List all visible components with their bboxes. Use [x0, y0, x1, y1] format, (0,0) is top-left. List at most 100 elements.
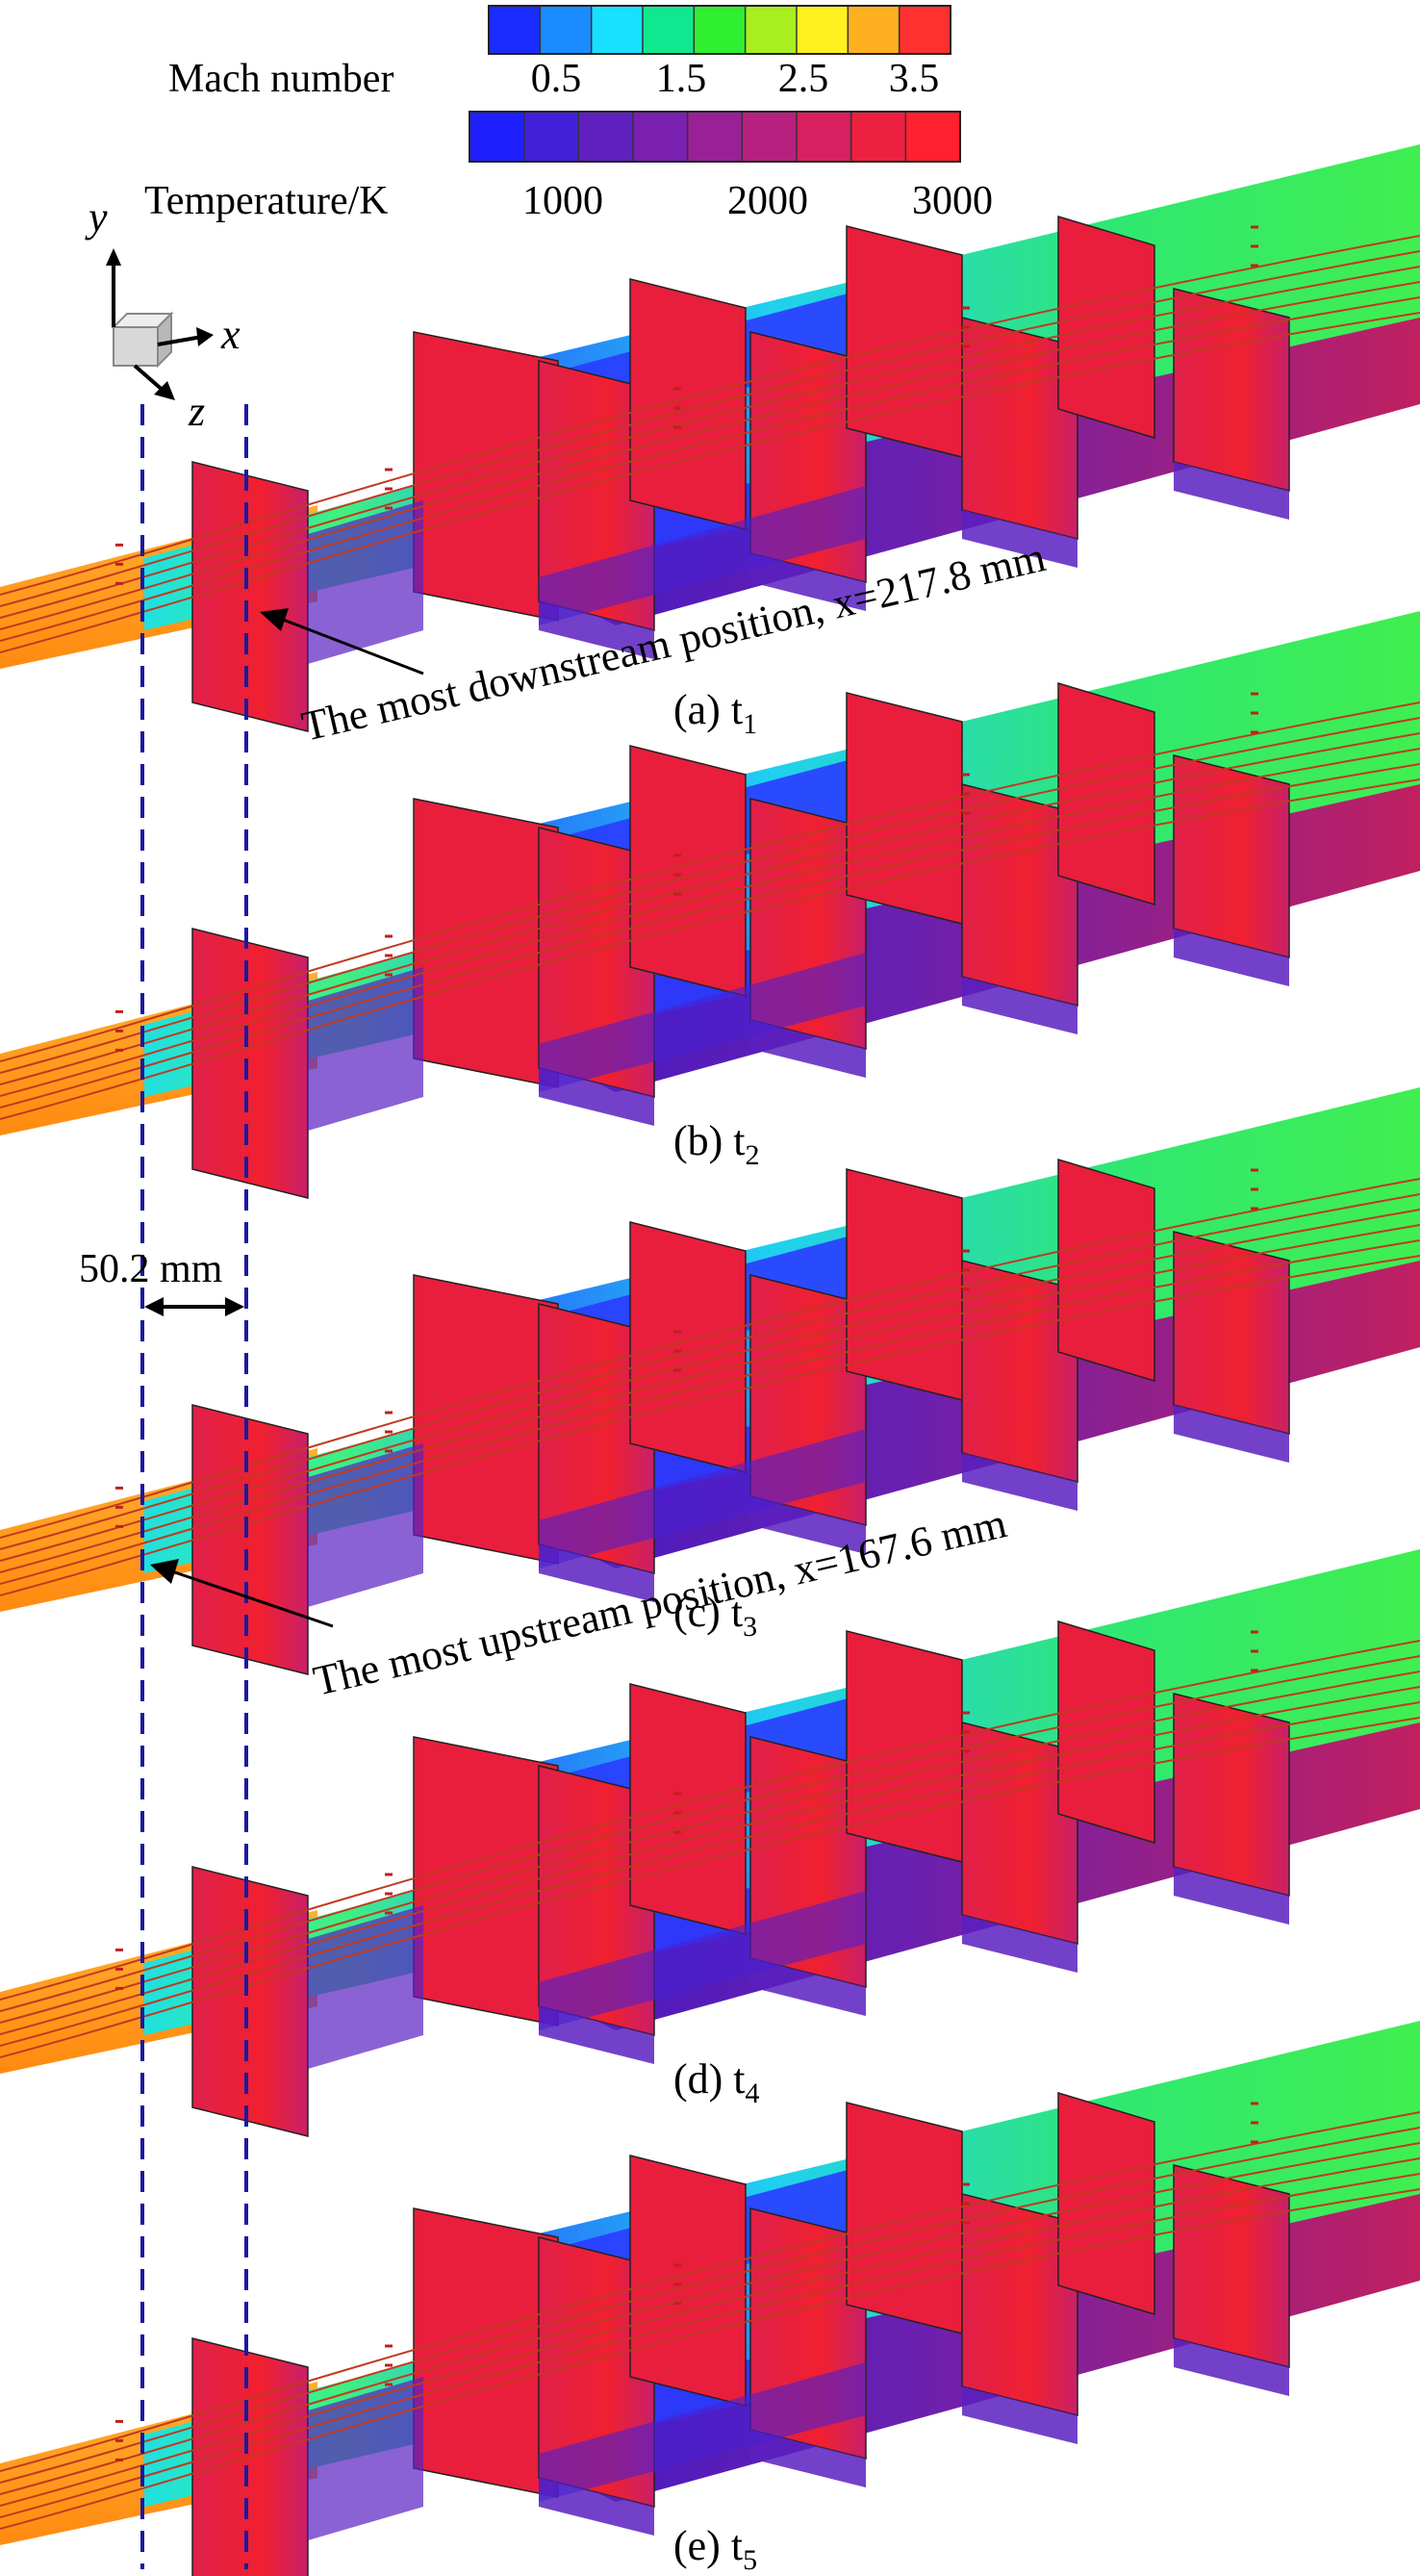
streamline — [0, 266, 1420, 619]
axis-triad: y x z — [85, 193, 241, 435]
streamline — [0, 2111, 1420, 2472]
streamline — [0, 1640, 1420, 2001]
streamline — [0, 1224, 1420, 1573]
cross-section-plate — [846, 1630, 963, 1863]
temperature-tick-labels: 1000 2000 3000 — [522, 179, 993, 223]
panel: (e) t5 — [0, 2021, 1420, 2576]
temperature-colorbar-segment — [905, 112, 961, 162]
distance-annotation: 50.2 mm — [79, 1247, 244, 1316]
cross-section-plate — [629, 2155, 747, 2407]
streamline — [0, 1255, 1420, 1596]
streamline — [0, 1193, 1420, 1550]
streamline — [0, 778, 1420, 1120]
streamline — [0, 2173, 1420, 2518]
mach-colorbar — [488, 5, 951, 55]
streamline — [0, 2142, 1420, 2495]
mach-colorbar-segment — [489, 6, 541, 54]
streamline — [0, 1178, 1420, 1539]
temperature-colorbar — [469, 111, 961, 163]
streamline — [0, 296, 1420, 642]
mach-colorbar-segment — [643, 6, 695, 54]
mach-colorbar-segment — [694, 6, 747, 54]
cross-section-plate — [846, 692, 963, 925]
mach-tick-label: 0.5 — [531, 57, 582, 101]
cross-section-plate — [846, 1168, 963, 1401]
temperature-tick-label: 1000 — [522, 179, 603, 223]
temperature-colorbar-segment — [742, 112, 798, 162]
panel: (d) t4 — [0, 1549, 1420, 2137]
axis-y-label: y — [85, 193, 108, 241]
streamline — [0, 1209, 1420, 1562]
streamline — [0, 312, 1420, 653]
panel: (c) t3 — [0, 1087, 1420, 1675]
cross-section-plate — [629, 278, 747, 530]
temperature-colorbar-segment — [797, 112, 852, 162]
mach-colorbar-segment — [797, 6, 849, 54]
cross-section-plate — [1057, 681, 1155, 906]
panels: (a) t1 (b) t2 (c) t3 (d) t4 (e) t5 — [0, 144, 1420, 2576]
panel-label: (c) t3 — [673, 1589, 757, 1643]
panel-label: (e) t5 — [673, 2522, 757, 2576]
streamline — [0, 732, 1420, 1085]
mach-colorbar-segment — [591, 6, 644, 54]
temperature-tick-label: 2000 — [727, 179, 808, 223]
cross-section-plate — [1173, 2164, 1290, 2368]
streamline — [0, 1686, 1420, 2035]
mach-colorbar-segment — [540, 6, 593, 54]
streamline — [0, 281, 1420, 630]
cross-section-plate — [191, 1404, 309, 1675]
temperature-colorbar-segment — [633, 112, 689, 162]
mach-colorbar-segment — [899, 6, 951, 54]
distance-text: 50.2 mm — [79, 1247, 223, 1291]
cross-section-plate — [191, 1866, 309, 2137]
panel: (a) t1 — [0, 144, 1420, 740]
streamline — [0, 748, 1420, 1097]
cross-section-plate — [629, 1221, 747, 1473]
cross-section-plate — [1057, 2091, 1155, 2316]
mach-legend-title: Mach number — [168, 57, 393, 101]
axis-x-label: x — [220, 311, 241, 358]
cross-section-plate — [1057, 1620, 1155, 1845]
cross-section-plate — [191, 461, 309, 732]
cross-section-plate — [1173, 1693, 1290, 1897]
panel-label: (b) t2 — [673, 1117, 760, 1171]
temperature-colorbar-segment — [523, 112, 579, 162]
temperature-tick-label: 3000 — [912, 179, 993, 223]
streamline — [0, 701, 1420, 1062]
cross-section-plate — [846, 2102, 963, 2334]
streamline — [0, 717, 1420, 1074]
panel-label: (d) t4 — [673, 2055, 760, 2109]
streamline — [0, 2188, 1420, 2530]
streamline — [0, 763, 1420, 1109]
mach-tick-label: 1.5 — [656, 57, 707, 101]
streamline — [0, 235, 1420, 596]
cross-section-plate — [191, 928, 309, 1199]
temperature-colorbar-segment — [578, 112, 634, 162]
temperature-colorbar-segment — [850, 112, 906, 162]
cross-section-plate — [629, 1683, 747, 1935]
streamline — [0, 1239, 1420, 1585]
cross-section-plate — [1173, 1231, 1290, 1435]
streamline — [0, 1671, 1420, 2024]
temperature-colorbar-segment — [687, 112, 743, 162]
streamline — [0, 2127, 1420, 2484]
mach-colorbar-segment — [745, 6, 798, 54]
mach-tick-label: 2.5 — [778, 57, 829, 101]
streamline — [0, 1655, 1420, 2012]
streamline — [0, 1717, 1420, 2058]
axis-z-label: z — [188, 388, 205, 435]
cross-section-plate — [1173, 288, 1290, 492]
streamline — [0, 250, 1420, 607]
temperature-colorbar-segment — [469, 112, 525, 162]
panel: (b) t2 — [0, 611, 1420, 1199]
cross-section-plate — [1057, 1158, 1155, 1383]
cross-section-plate — [1173, 754, 1290, 958]
streamline — [0, 1701, 1420, 2047]
cross-section-plate — [1057, 215, 1155, 440]
mach-colorbar-segment — [848, 6, 900, 54]
axis-cube — [113, 326, 159, 367]
cross-section-plate — [846, 225, 963, 458]
temperature-legend-title: Temperature/K — [144, 179, 389, 223]
cross-section-plate — [629, 745, 747, 997]
